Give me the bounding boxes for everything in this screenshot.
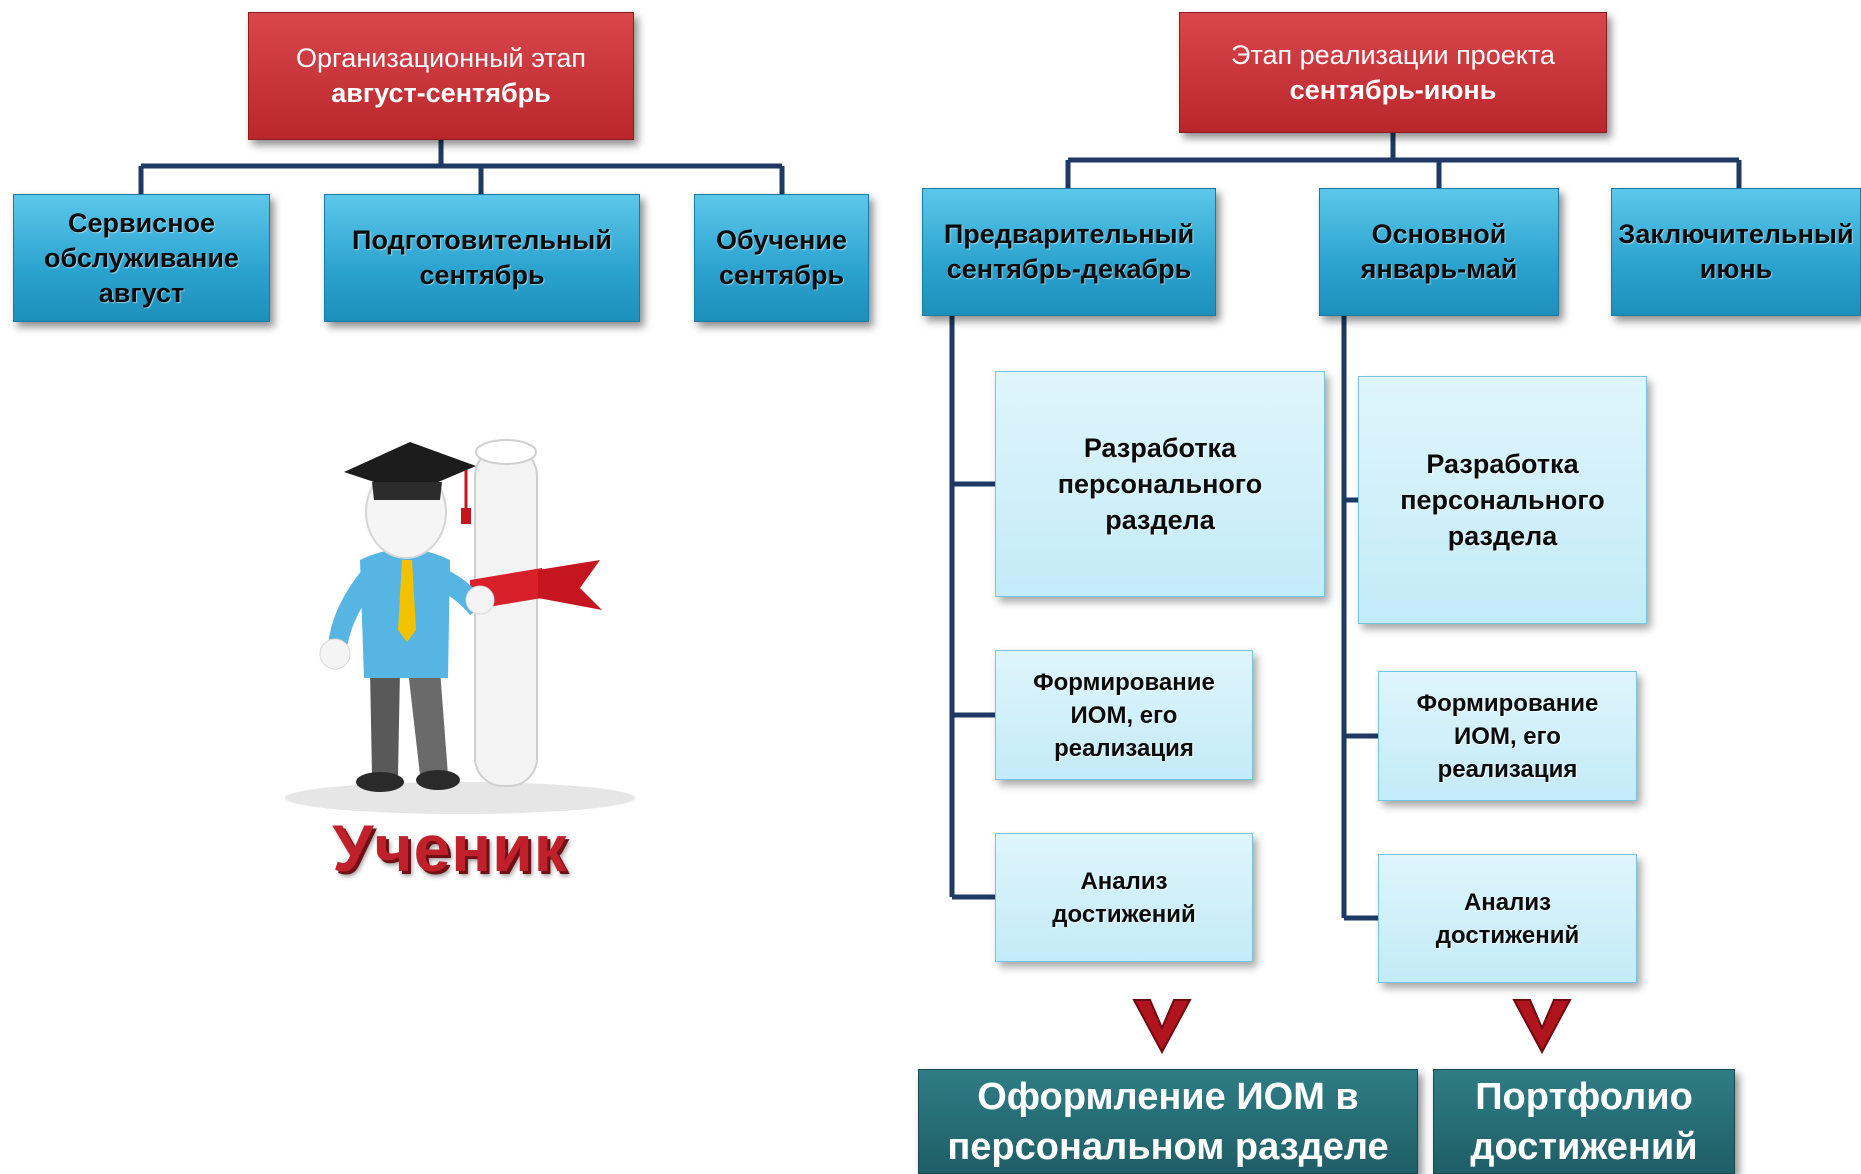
task-analyze-achievements: Анализ достижений bbox=[995, 833, 1253, 962]
result-portfolio: Портфолио достижений bbox=[1433, 1069, 1735, 1174]
stage-preparatory: Подготовительный сентябрь bbox=[324, 194, 640, 322]
stage-label: обслуживание bbox=[44, 242, 239, 273]
task-label: реализация bbox=[1054, 734, 1194, 762]
down-arrow-icon bbox=[1512, 999, 1572, 1054]
stage-label: Обучение bbox=[716, 225, 847, 255]
stage-period: август bbox=[98, 277, 185, 308]
stage-period: июнь bbox=[1699, 254, 1773, 284]
task-label: Формирование bbox=[1033, 668, 1215, 696]
stage-label: Подготовительный bbox=[352, 225, 612, 255]
student-label: Ученик bbox=[332, 811, 568, 885]
stage-preliminary: Предварительный сентябрь-декабрь bbox=[922, 188, 1216, 316]
stage-period: сентябрь bbox=[419, 260, 545, 290]
task-label: достижений bbox=[1052, 900, 1196, 928]
stage-training: Обучение сентябрь bbox=[694, 194, 869, 322]
task-label: Анализ bbox=[1080, 867, 1168, 895]
result-label: Оформление ИОМ в bbox=[977, 1075, 1359, 1118]
down-arrow-icon bbox=[1132, 999, 1192, 1054]
stage-period: сентябрь-декабрь bbox=[946, 254, 1192, 284]
header-title: Организационный этап bbox=[296, 43, 586, 73]
header-period: сентябрь-июнь bbox=[1289, 74, 1497, 105]
task-label: раздела bbox=[1447, 521, 1558, 551]
task-label: Формирование bbox=[1416, 689, 1599, 717]
task-label: Разработка bbox=[1426, 449, 1579, 479]
result-label: Портфолио bbox=[1475, 1075, 1693, 1118]
task-develop-personal-section: Разработка персонального раздела bbox=[995, 371, 1325, 597]
task-label: ИОМ, его bbox=[1454, 722, 1561, 750]
result-label: персональном разделе bbox=[947, 1125, 1389, 1168]
stage-label: Предварительный bbox=[943, 219, 1195, 249]
stage-period: сентябрь bbox=[718, 260, 845, 290]
task-label: Разработка bbox=[1083, 433, 1237, 463]
header-period: август-сентябрь bbox=[331, 78, 551, 108]
task-form-iom: Формирование ИОМ, его реализация bbox=[995, 650, 1253, 780]
stage-label: Сервисное bbox=[67, 207, 216, 238]
task-form-iom: Формирование ИОМ, его реализация bbox=[1378, 671, 1637, 801]
stage-service: Сервисное обслуживание август bbox=[13, 194, 270, 322]
stage-main: Основной январь-май bbox=[1319, 188, 1559, 316]
task-analyze-achievements: Анализ достижений bbox=[1378, 854, 1637, 983]
result-iom-registration: Оформление ИОМ в персональном разделе bbox=[918, 1069, 1418, 1174]
result-label: достижений bbox=[1470, 1125, 1698, 1168]
task-label: ИОМ, его bbox=[1070, 701, 1178, 729]
task-label: Анализ bbox=[1463, 888, 1552, 916]
task-label: раздела bbox=[1105, 505, 1215, 535]
stage-period: январь-май bbox=[1360, 254, 1518, 284]
organizational-stage-header: Организационный этап август-сентябрь bbox=[248, 12, 634, 140]
task-label: персонального bbox=[1057, 469, 1263, 499]
implementation-stage-header: Этап реализации проекта сентябрь-июнь bbox=[1179, 12, 1607, 133]
stage-label: Основной bbox=[1371, 219, 1507, 249]
header-title: Этап реализации проекта bbox=[1231, 39, 1555, 70]
task-label: реализация bbox=[1437, 755, 1578, 783]
task-label: персонального bbox=[1400, 485, 1605, 515]
task-develop-personal-section: Разработка персонального раздела bbox=[1358, 376, 1647, 624]
stage-final: Заключительный июнь bbox=[1611, 188, 1861, 316]
stage-label: Заключительный bbox=[1618, 219, 1854, 249]
graduate-with-diploma-icon bbox=[285, 439, 635, 814]
task-label: достижений bbox=[1435, 921, 1580, 949]
